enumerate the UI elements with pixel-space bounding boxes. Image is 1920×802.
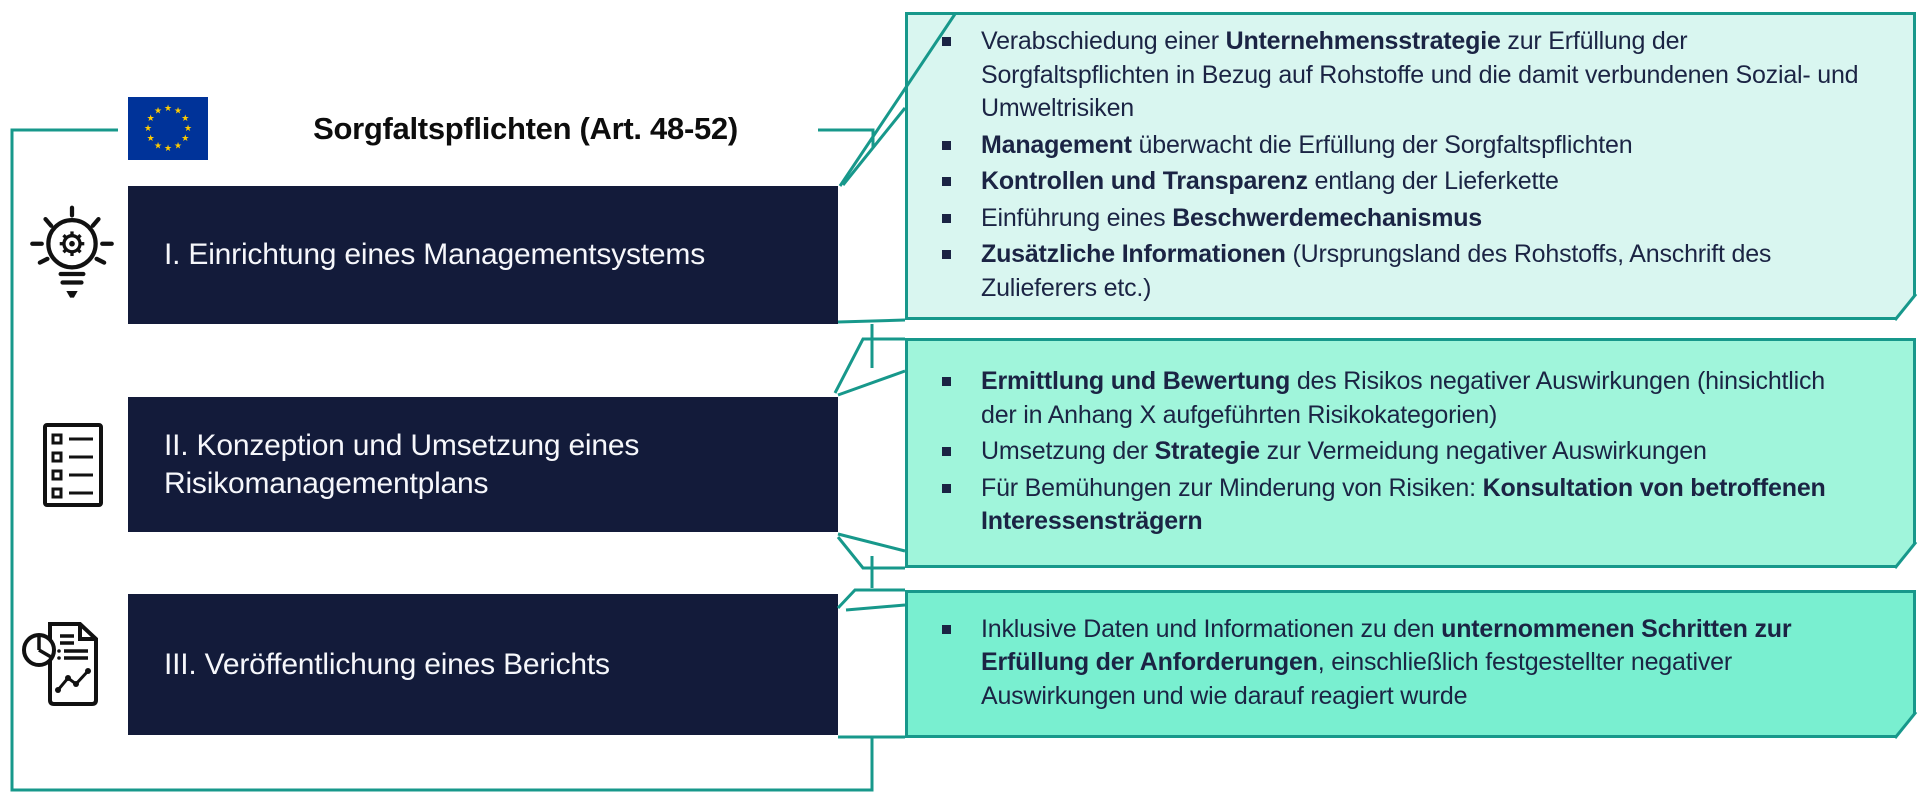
page-title: Sorgfaltspflichten (Art. 48-52) [313,110,738,146]
svg-text:★: ★ [164,144,172,154]
step-box-3: III. Veröffentlichung eines Berichts [128,594,838,735]
svg-text:★: ★ [174,107,182,117]
bullet-item: Umsetzung der Strategie zur Vermeidung n… [930,435,1867,469]
lightbulb-gear-icon [30,205,114,298]
callout-box-3: Inklusive Daten und Informationen zu den… [905,590,1916,738]
svg-text:★: ★ [147,114,155,124]
bullet-item: Verabschiedung einer Unternehmensstrateg… [930,25,1867,126]
bullet-item: Einführung eines Beschwerdemechanismus [930,202,1867,236]
svg-text:★: ★ [164,104,172,114]
svg-text:★: ★ [181,134,189,144]
svg-text:★: ★ [144,124,152,134]
svg-text:★: ★ [147,134,155,144]
svg-text:★: ★ [154,107,162,117]
step-box-2: II. Konzeption und Umsetzung eines Risik… [128,397,838,532]
bullet-item: Zusätzliche Informationen (Ursprungsland… [930,238,1867,305]
bullet-list: Verabschiedung einer Unternehmensstrateg… [930,22,1867,308]
eu-flag-icon: ★★★ ★★★ ★★★ ★★★ [128,97,208,160]
svg-text:★: ★ [154,141,162,151]
step-label: III. Veröffentlichung eines Berichts [164,647,610,681]
step-box-1: I. Einrichtung eines Managementsystems [128,186,838,324]
bullet-item: Ermittlung und Bewertung des Risikos neg… [930,365,1867,432]
bullet-item: Inklusive Daten und Informationen zu den… [930,613,1867,714]
callout-box-2: Ermittlung und Bewertung des Risikos neg… [905,338,1916,568]
svg-text:★: ★ [181,114,189,124]
step-label: I. Einrichtung eines Managementsystems [164,238,705,272]
bullet-item: Management überwacht die Erfüllung der S… [930,129,1867,163]
callout-box-1: Verabschiedung einer Unternehmensstrateg… [905,12,1916,320]
bullet-item: Kontrollen und Transparenz entlang der L… [930,165,1867,199]
svg-text:★: ★ [184,124,192,134]
bullet-item: Für Bemühungen zur Minderung von Risiken… [930,472,1867,539]
bullet-list: Ermittlung und Bewertung des Risikos neg… [930,362,1867,542]
step-label: II. Konzeption und Umsetzung eines Risik… [164,429,640,500]
report-chart-icon [22,622,98,706]
svg-text:★: ★ [174,141,182,151]
checklist-icon [43,423,103,507]
bullet-list: Inklusive Daten und Informationen zu den… [930,610,1867,717]
